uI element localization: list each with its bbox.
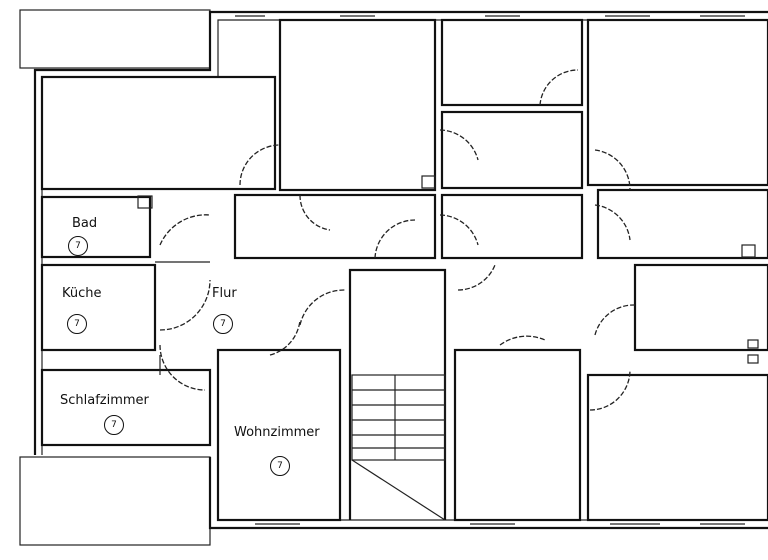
room-number-wohnzimmer: 7 (270, 456, 290, 476)
fixtures (137, 175, 759, 364)
room-number-schlafzimmer: 7 (104, 415, 124, 435)
room-label-flur: Flur (212, 286, 237, 301)
outer-walls (19, 9, 768, 546)
doors (159, 69, 636, 411)
room-number-kueche: 7 (67, 314, 87, 334)
room-label-kueche: Küche (62, 286, 102, 301)
room-number-bad: 7 (68, 236, 88, 256)
room-label-wohnzimmer: Wohnzimmer (234, 425, 320, 440)
interior-walls (40, 18, 768, 522)
staircase (351, 374, 446, 521)
windows (235, 15, 745, 525)
room-number-flur: 7 (213, 314, 233, 334)
room-label-schlafzimmer: Schlafzimmer (60, 393, 149, 408)
room-label-bad: Bad (72, 216, 98, 231)
